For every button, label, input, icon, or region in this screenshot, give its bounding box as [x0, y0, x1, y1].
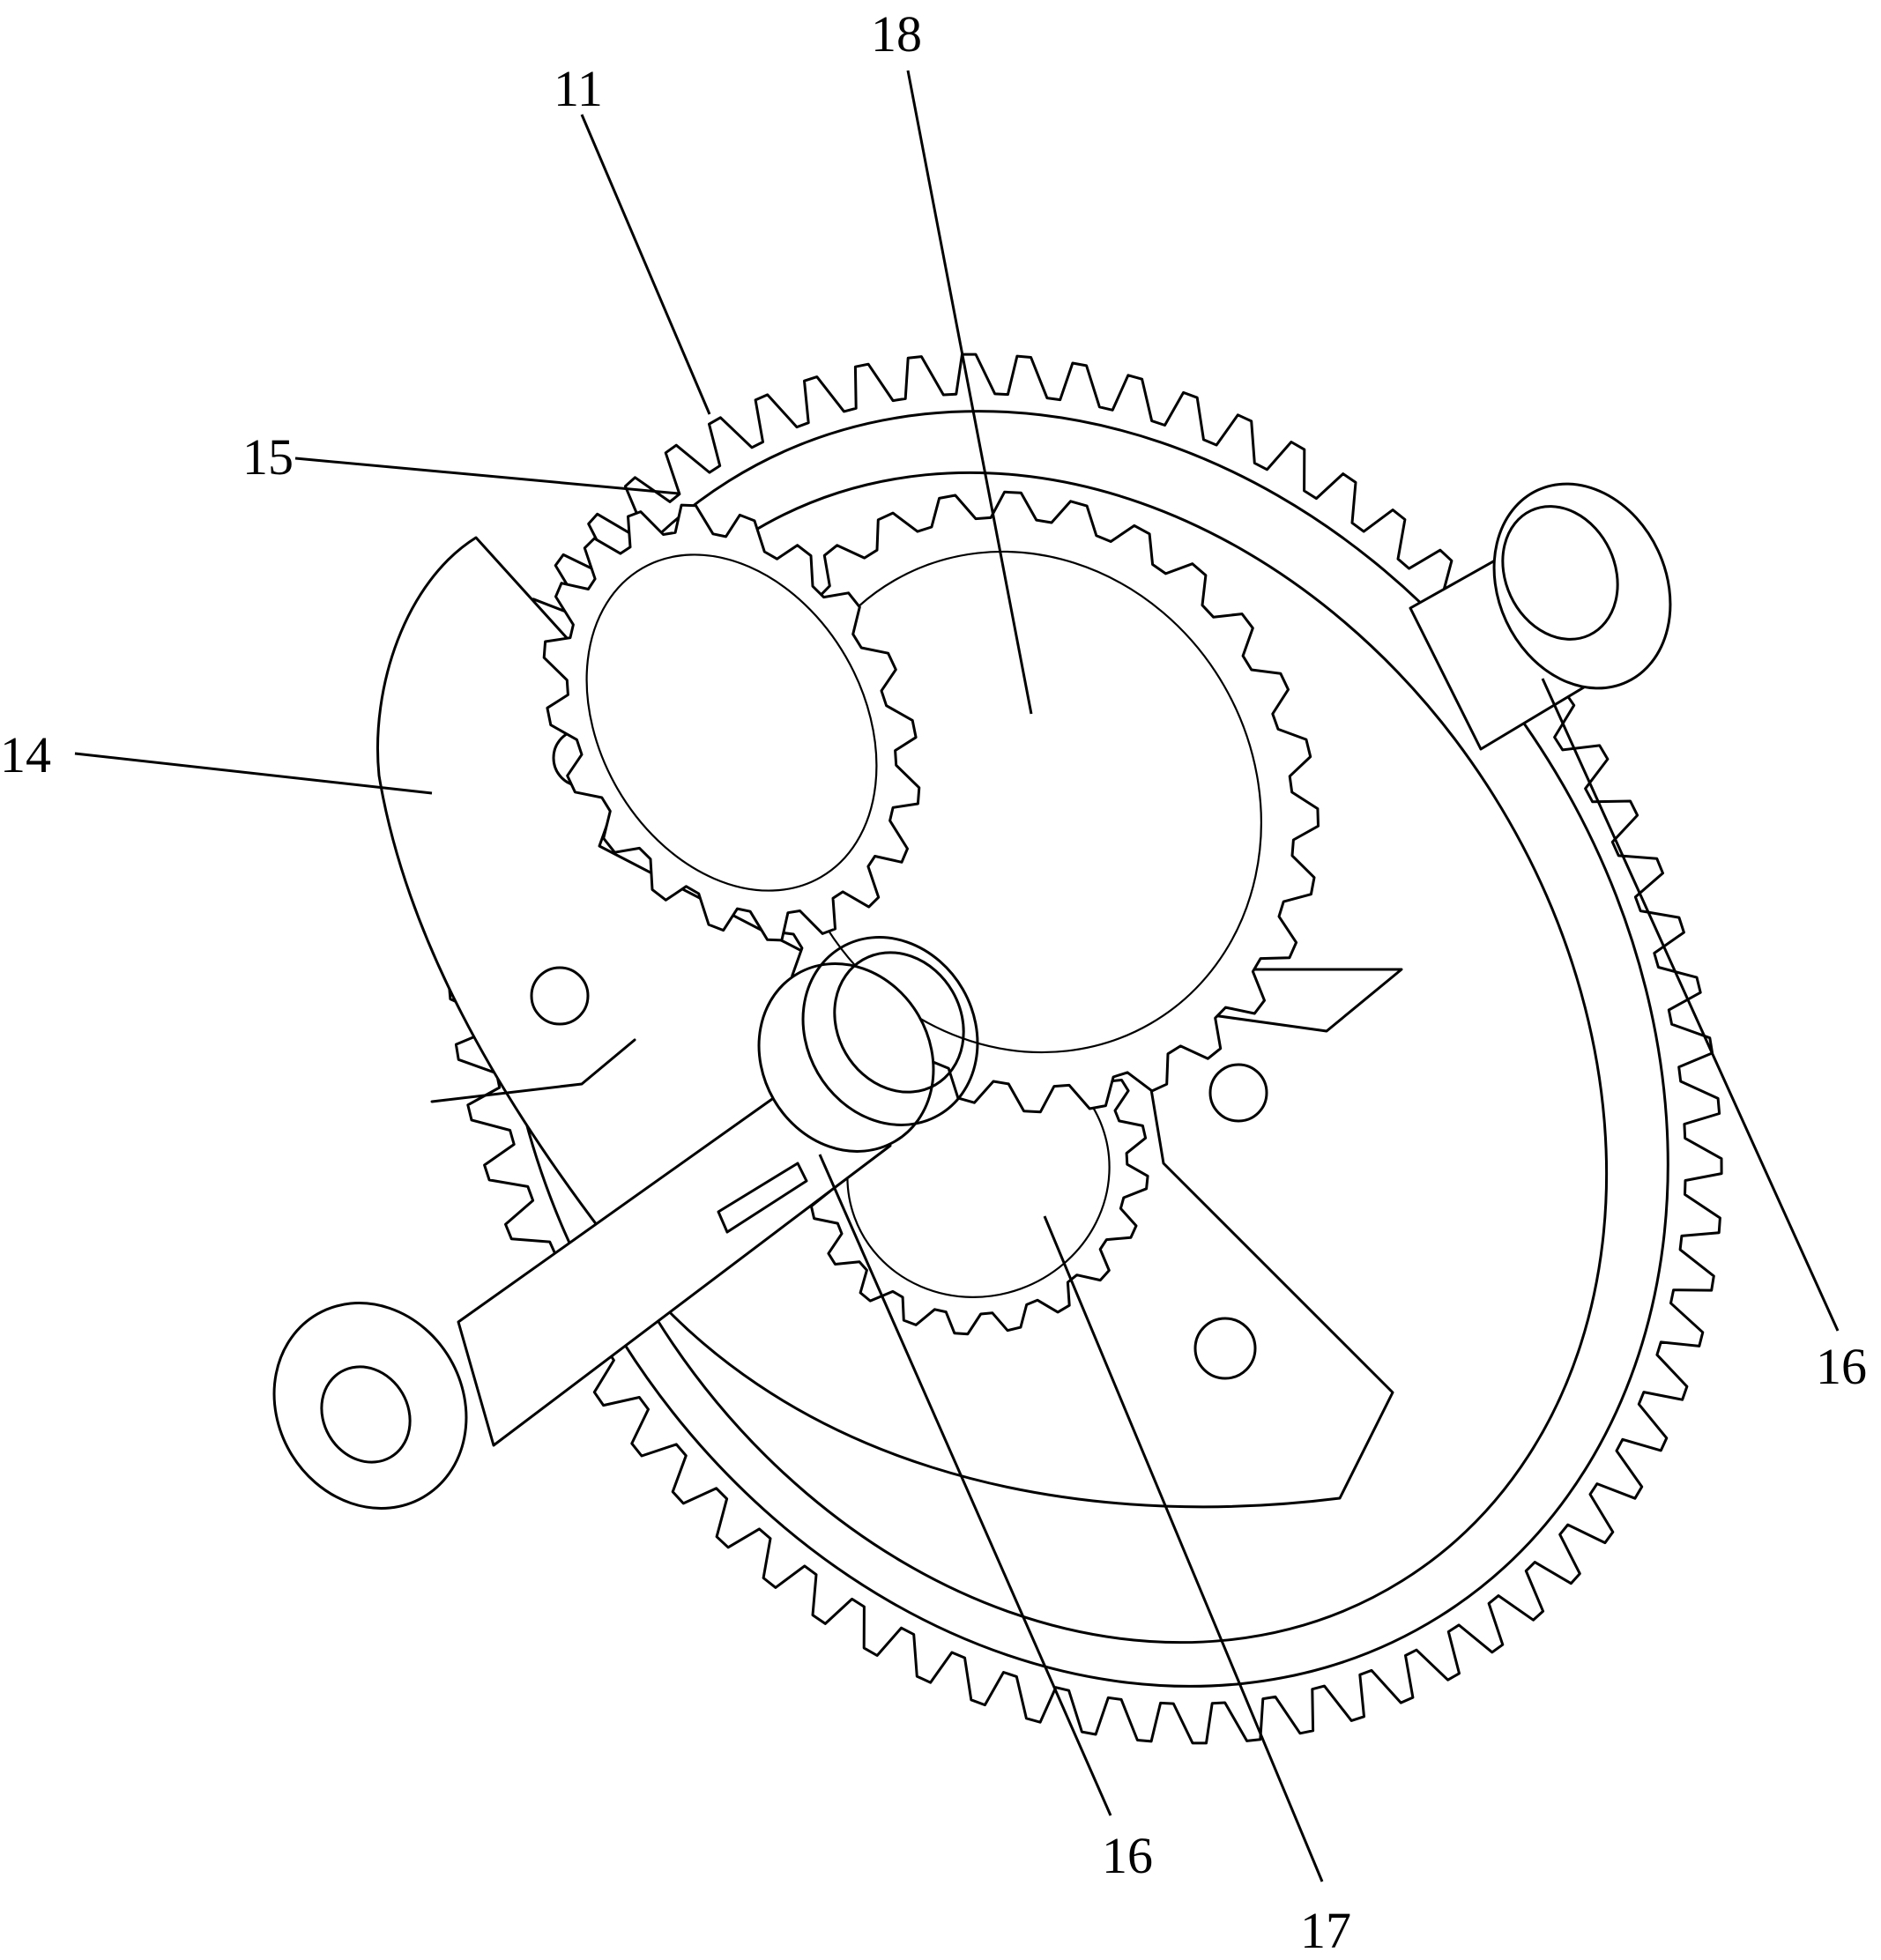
- sun-gear-tooth-outline: [725, 490, 1320, 1114]
- leader-lines: [74, 70, 1840, 1882]
- planet-upper-tooth-outline-root-circle: [585, 553, 878, 892]
- callout-17: 17: [1300, 1902, 1351, 1959]
- carrier-hole-4: [1193, 1317, 1257, 1380]
- callout-labels: 11 14 15 16 16 17 18: [0, 5, 1867, 1959]
- carrier-hole-3: [1208, 1063, 1268, 1123]
- callout-11: 11: [554, 60, 603, 117]
- callout-18: 18: [871, 5, 922, 63]
- planet-upper-tooth-outline: [542, 503, 921, 942]
- carrier-hole-2: [530, 966, 590, 1026]
- planet-gear-upper: [542, 503, 921, 942]
- callout-16-right: 16: [1816, 1338, 1867, 1395]
- callout-15: 15: [242, 428, 294, 486]
- callout-16-bottom: 16: [1102, 1827, 1153, 1884]
- main-shaft: [272, 936, 979, 1510]
- callout-14: 14: [0, 726, 51, 783]
- shaft-key: [717, 1162, 808, 1234]
- shaft-right: [1409, 482, 1672, 751]
